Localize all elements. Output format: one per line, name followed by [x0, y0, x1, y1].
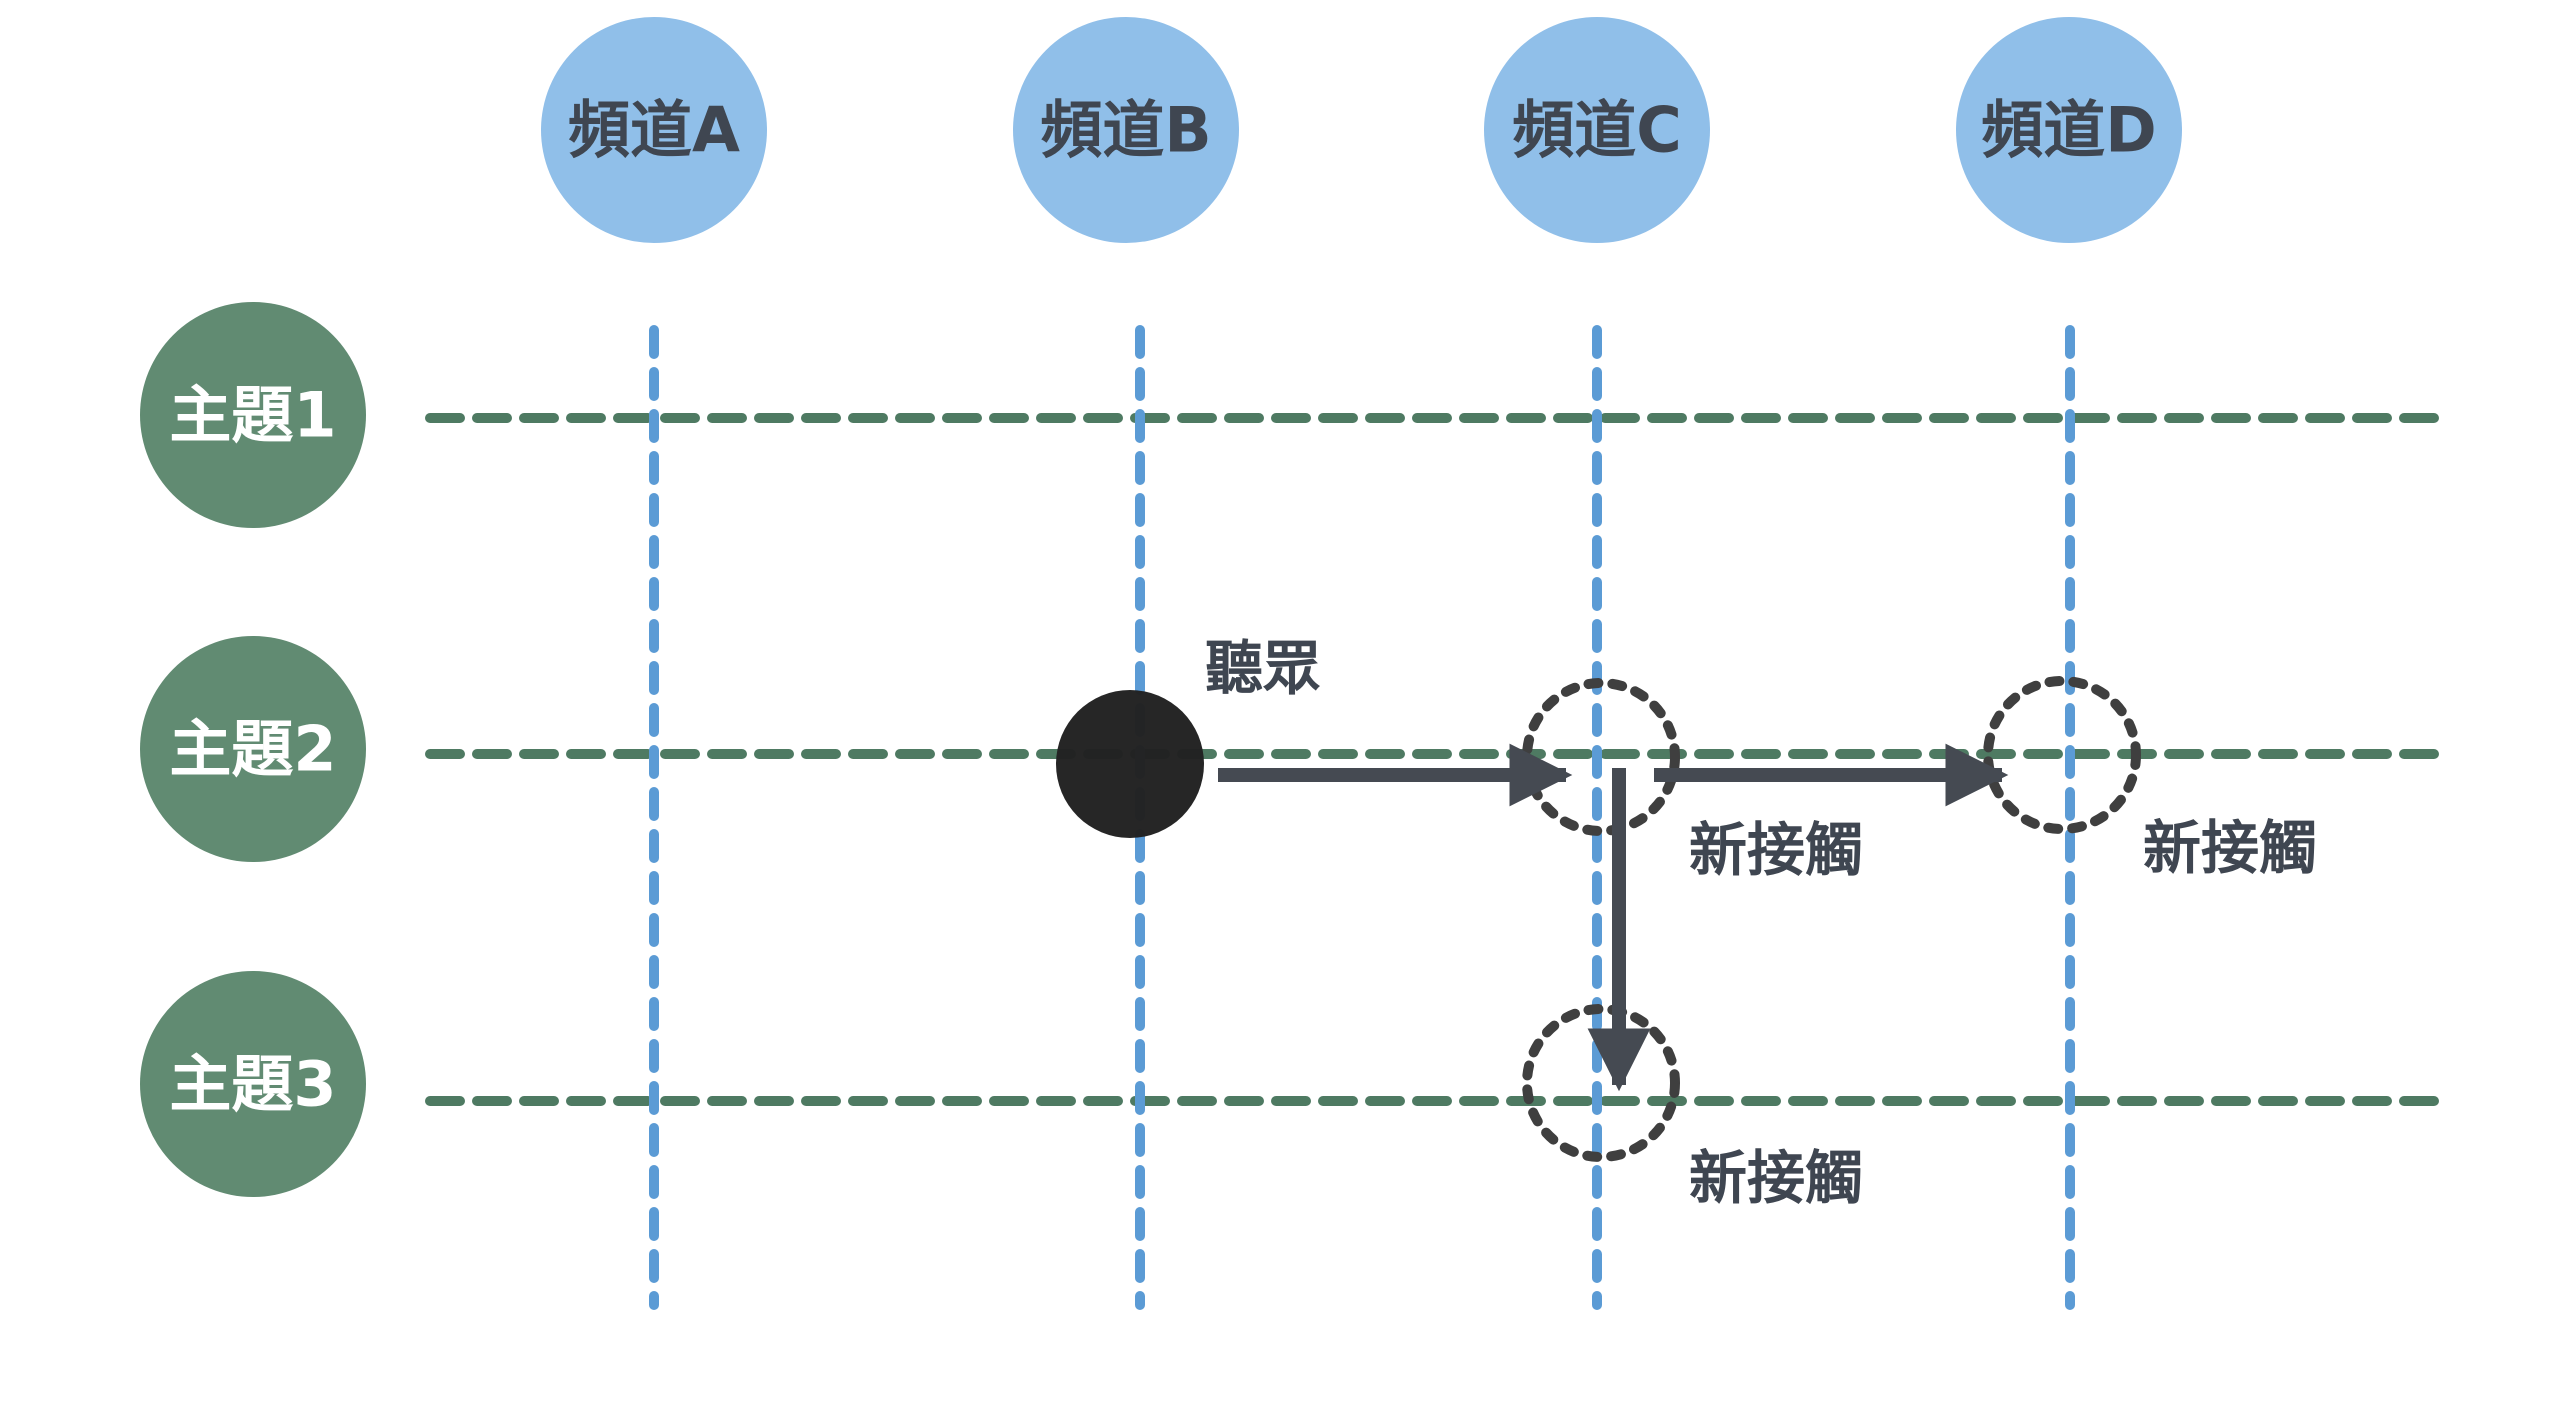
channel-circle-b: [1013, 17, 1239, 243]
topic-label-2: 主題2: [169, 713, 336, 786]
channel-label-a: 頻道A: [568, 94, 740, 167]
topic-node-3: 主題3: [140, 971, 366, 1197]
topic-lines: [425, 413, 2450, 1106]
channel-node-c: 頻道C: [1484, 17, 1710, 243]
topic-node-2: 主題2: [140, 636, 366, 862]
new-contact-ring-d2: [1983, 676, 2141, 834]
topic-label-1: 主題1: [169, 379, 336, 452]
channel-label-c: 頻道C: [1512, 94, 1682, 167]
topic-circle-2: [140, 636, 366, 862]
topic-node-1: 主題1: [140, 302, 366, 528]
channel-circle-c: [1484, 17, 1710, 243]
channel-circle-d: [1956, 17, 2182, 243]
new-contact-labels: 新接觸 新接觸 新接觸: [1689, 814, 2317, 1212]
audience-node: 聽眾: [1056, 634, 1321, 838]
new-contact-ring-c2: [1522, 678, 1680, 836]
audience-dot: [1056, 690, 1204, 838]
new-contact-ring-c3: [1522, 1004, 1680, 1162]
channel-node-a: 頻道A: [541, 17, 767, 243]
topic-circle-3: [140, 971, 366, 1197]
topic-circle-1: [140, 302, 366, 528]
topic-label-3: 主題3: [169, 1048, 336, 1121]
channel-label-d: 頻道D: [1981, 94, 2156, 167]
audience-label: 聽眾: [1205, 634, 1321, 702]
channel-node-b: 頻道B: [1013, 17, 1239, 243]
new-contact-rings: [1522, 676, 2141, 1162]
channel-circle-a: [541, 17, 767, 243]
topic-nodes: 主題1 主題2 主題3: [140, 302, 366, 1197]
arrows: [1218, 743, 2009, 1092]
channel-node-d: 頻道D: [1956, 17, 2182, 243]
new-contact-label-d2: 新接觸: [2143, 814, 2317, 882]
channel-nodes: 頻道A 頻道B 頻道C 頻道D: [541, 17, 2182, 243]
channel-label-b: 頻道B: [1040, 94, 1211, 167]
new-contact-label-c2: 新接觸: [1689, 816, 1863, 884]
new-contact-label-c3: 新接觸: [1689, 1144, 1863, 1212]
